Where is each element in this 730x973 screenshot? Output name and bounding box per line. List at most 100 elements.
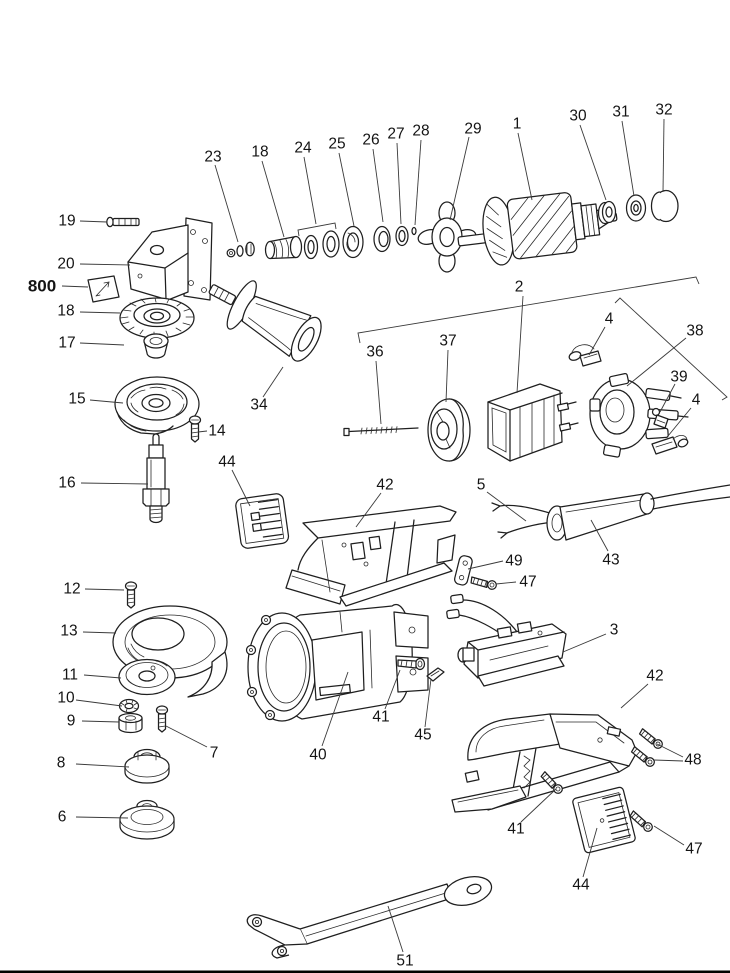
callout-label-c42a: 42 bbox=[376, 477, 393, 494]
callout-leader-c48-1 bbox=[654, 760, 683, 761]
part-31-bearing bbox=[627, 195, 646, 221]
callout-label-c7: 7 bbox=[210, 745, 219, 762]
part-32-sleeve bbox=[651, 191, 678, 222]
callout-leader-c44a bbox=[232, 470, 250, 506]
callout-leader-c41a bbox=[385, 670, 400, 709]
callout-leader-c32 bbox=[663, 119, 664, 192]
callout-label-c14: 14 bbox=[208, 423, 226, 440]
callout-label-c36: 36 bbox=[366, 344, 383, 361]
callout-label-c34: 34 bbox=[250, 397, 268, 414]
callout-label-c4a: 4 bbox=[605, 311, 614, 328]
callout-leader-c18b bbox=[80, 312, 120, 313]
part-28-pin bbox=[412, 228, 416, 235]
callout-leader-c51 bbox=[388, 906, 403, 952]
callout-leader-c41b bbox=[521, 789, 556, 822]
part-7-screw bbox=[155, 705, 169, 733]
part-8-clamp-nut bbox=[125, 750, 169, 784]
part-3-switch bbox=[447, 594, 566, 686]
part-44-brush-cover-left bbox=[235, 493, 289, 549]
bracket-38 bbox=[615, 298, 727, 400]
callout-label-c44a: 44 bbox=[218, 454, 236, 471]
part-49-bracket bbox=[454, 555, 474, 586]
part-51-spanner-wrench bbox=[247, 872, 494, 958]
callout-label-c43: 43 bbox=[602, 552, 619, 569]
callout-label-c41a: 41 bbox=[372, 709, 389, 726]
callout-leader-c48 bbox=[657, 744, 683, 757]
callout-leader-c3 bbox=[563, 634, 606, 652]
callout-leader-c42b bbox=[621, 684, 648, 708]
callout-leader-c12 bbox=[85, 589, 124, 590]
callout-leader-c37 bbox=[446, 350, 448, 402]
part-23-spindle-lock-parts bbox=[227, 242, 254, 257]
callout-label-c31: 31 bbox=[612, 104, 629, 121]
part-6-inner-flange bbox=[120, 801, 174, 840]
callout-leader-c19 bbox=[80, 221, 107, 222]
callout-leader-c29 bbox=[450, 137, 469, 220]
part-26-ring bbox=[374, 227, 390, 252]
part-48-screw-upper bbox=[637, 728, 666, 751]
callout-leader-c4b bbox=[668, 408, 691, 436]
part-39-lever bbox=[653, 409, 669, 429]
callout-leader-c20 bbox=[80, 264, 130, 265]
callout-leader-c11 bbox=[84, 675, 121, 678]
callout-leader-c27 bbox=[397, 143, 401, 224]
callout-leader-c8 bbox=[76, 764, 129, 767]
callout-label-c6: 6 bbox=[58, 809, 67, 826]
callout-leader-c6 bbox=[76, 817, 128, 818]
callout-leader-c800 bbox=[62, 286, 88, 287]
callout-label-c18b: 18 bbox=[57, 303, 74, 320]
callout-label-c18a: 18 bbox=[251, 144, 268, 161]
callout-leader-c34 bbox=[263, 367, 283, 397]
callout-leader-c23 bbox=[215, 165, 238, 242]
part-41-screw-center bbox=[398, 659, 425, 670]
callout-leader-c4a bbox=[589, 327, 605, 355]
callout-label-c800: 800 bbox=[28, 277, 56, 296]
part-45-clip bbox=[427, 668, 444, 681]
part-4-carbon-brush-lower bbox=[652, 435, 689, 454]
part-5-power-cord-leads bbox=[492, 503, 556, 538]
part-30-washer bbox=[599, 202, 616, 224]
callout-leader-c7 bbox=[166, 726, 207, 747]
part-25-bearing bbox=[343, 227, 363, 258]
part-44-brush-cover-right bbox=[572, 787, 636, 854]
callout-label-c15: 15 bbox=[68, 391, 85, 408]
part-15-bearing-cover bbox=[115, 377, 199, 434]
part-11-clamp-plate bbox=[119, 660, 175, 695]
callout-leader-c28 bbox=[415, 140, 421, 225]
callout-leader-c42a bbox=[356, 493, 381, 527]
callout-leader-c26 bbox=[373, 149, 383, 222]
callout-label-c48: 48 bbox=[684, 752, 701, 769]
callout-leader-c30 bbox=[580, 125, 606, 200]
callout-label-c29: 29 bbox=[464, 121, 481, 138]
callout-leader-c44b bbox=[583, 828, 597, 877]
part-42-handle-half-left bbox=[286, 506, 456, 606]
callout-label-c10: 10 bbox=[57, 690, 75, 707]
callout-leader-c2 bbox=[517, 296, 523, 393]
part-43-cord-protector bbox=[547, 485, 730, 540]
callout-label-c9: 9 bbox=[67, 713, 76, 730]
part-36-screw-long bbox=[344, 427, 418, 436]
callout-leader-c14 bbox=[198, 431, 207, 432]
part-10-lock-washer bbox=[120, 700, 139, 713]
part-9-nut bbox=[119, 714, 142, 733]
part-12-screw bbox=[124, 581, 138, 609]
callout-label-c1: 1 bbox=[513, 116, 522, 133]
callout-label-c3: 3 bbox=[610, 622, 619, 639]
callout-leader-c43 bbox=[591, 520, 608, 551]
part-34-side-handle bbox=[198, 265, 328, 369]
callout-label-c24: 24 bbox=[294, 140, 312, 157]
callout-label-c39: 39 bbox=[670, 369, 687, 386]
callout-label-c26: 26 bbox=[362, 132, 379, 149]
callout-label-c25: 25 bbox=[328, 136, 345, 153]
callout-leader-c36 bbox=[376, 361, 381, 424]
callout-label-c4b: 4 bbox=[692, 392, 701, 409]
bracket-24 bbox=[298, 223, 336, 236]
callout-label-c40: 40 bbox=[309, 747, 327, 764]
callout-label-c38: 38 bbox=[686, 323, 703, 340]
callout-label-c41b: 41 bbox=[507, 821, 524, 838]
callout-label-c30: 30 bbox=[569, 108, 587, 125]
callout-label-c13: 13 bbox=[60, 623, 77, 640]
